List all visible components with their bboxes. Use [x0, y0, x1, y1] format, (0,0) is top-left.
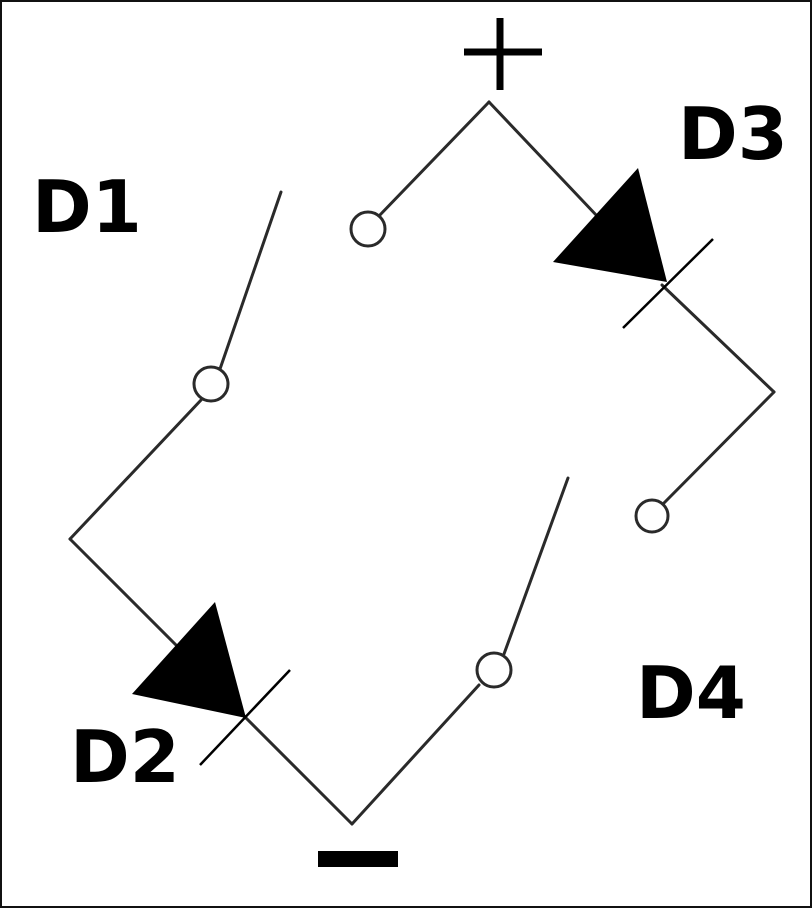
wire-bottom-node-to-d4-terminal — [350, 683, 481, 826]
label-d2: D2 — [70, 715, 180, 799]
wire-d2-to-bottom-node — [240, 712, 354, 826]
label-d3: D3 — [678, 92, 788, 176]
positive-terminal-symbol — [464, 18, 542, 90]
d1-lower-terminal — [192, 365, 230, 403]
d3-triangle — [553, 168, 667, 282]
d1-open-lead — [218, 190, 283, 371]
d3-cathode-bar — [622, 238, 714, 329]
d2-triangle — [132, 602, 246, 718]
d4-upper-terminal — [634, 498, 670, 534]
d2-cathode-bar — [199, 669, 291, 766]
wire-top-to-d3 — [487, 100, 600, 219]
diode-d2-symbol — [132, 602, 291, 766]
wire-d3-to-right-node — [660, 283, 776, 394]
label-d1: D1 — [32, 165, 142, 249]
d4-open-lead — [502, 476, 570, 656]
d4-lower-terminal — [475, 651, 513, 689]
wire-d1-to-left-node — [68, 397, 204, 541]
wire-right-node-to-d4-terminal — [660, 390, 776, 507]
wire-left-node-to-d2 — [68, 537, 180, 649]
d1-upper-terminal — [349, 210, 387, 248]
diode-d3-symbol — [553, 168, 714, 329]
label-d4: D4 — [636, 651, 746, 735]
wire-top-to-d1-terminal — [376, 100, 491, 219]
